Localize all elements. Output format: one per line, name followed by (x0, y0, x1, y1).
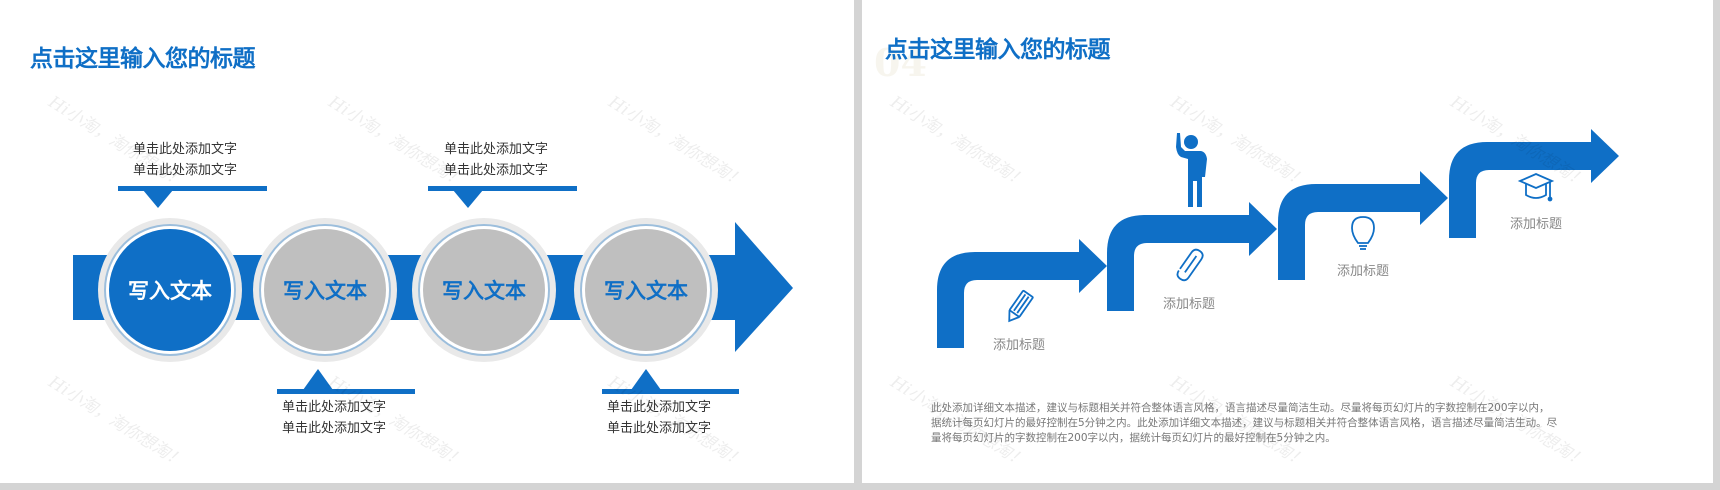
steps-diagram (937, 129, 1619, 348)
callout-bar-1 (118, 186, 267, 191)
callout-pointer-4 (631, 369, 661, 390)
callout-bar-4 (602, 389, 739, 394)
slide-1[interactable]: Hi小淘，淘你想淘！ Hi小淘，淘你想淘！ Hi小淘，淘你想淘！ Hi小淘，淘你… (0, 0, 854, 483)
callout-text-4[interactable]: 单击此处添加文字 单击此处添加文字 (607, 397, 711, 439)
paragraph-line: 量将每页幻灯片的字数控制在200字以内，据统计每页幻灯片的最好控制在5分钟之内。 (931, 432, 1336, 444)
callout-pointer-3 (453, 190, 483, 208)
step-label-2[interactable]: 添加标题 (1162, 297, 1216, 312)
circle-label-1[interactable]: 写入文本 (128, 279, 212, 303)
callout-line: 单击此处添加文字 (607, 400, 712, 415)
circle-label-4[interactable]: 写入文本 (604, 279, 688, 303)
step-arrow-2 (1107, 202, 1277, 311)
paperclip-icon (1176, 248, 1204, 282)
paragraph-line: 据统计每页幻灯片的最好控制在5分钟之内。此处添加详细文本描述，建议与标题相关并符… (931, 417, 1558, 429)
callout-line: 单击此处添加文字 (282, 400, 387, 415)
callout-text-3[interactable]: 单击此处添加文字 单击此处添加文字 (444, 139, 548, 181)
step-label-3[interactable]: 添加标题 (1336, 264, 1390, 279)
description-paragraph[interactable]: 此处添加详细文本描述，建议与标题相关并符合整体语言风格，语言描述尽量简洁生动。尽… (931, 401, 1641, 446)
callout-line: 单击此处添加文字 (133, 142, 238, 157)
slide-title[interactable]: 点击这里输入您的标题 (885, 37, 1111, 63)
pencil-icon (1008, 289, 1034, 323)
graduation-cap-icon (1517, 173, 1555, 202)
person-icon (1176, 133, 1207, 207)
circle-3 (423, 229, 545, 351)
callout-bar-2 (277, 389, 415, 394)
callout-line: 单击此处添加文字 (444, 142, 549, 157)
step-arrow-1 (937, 239, 1107, 348)
slide-2[interactable]: 04 Hi小淘，淘你想淘！ Hi小淘，淘你想淘！ Hi小淘， (862, 0, 1713, 483)
callout-line: 单击此处添加文字 (133, 163, 238, 178)
step-label-4[interactable]: 添加标题 (1509, 217, 1563, 232)
callout-pointer-1 (143, 190, 173, 208)
callout-line: 单击此处添加文字 (444, 163, 549, 178)
callout-line: 单击此处添加文字 (607, 421, 712, 436)
circle-2 (264, 229, 386, 351)
callout-bar-3 (428, 186, 577, 191)
step-arrow-4 (1449, 129, 1619, 238)
step-arrow-3 (1278, 171, 1448, 280)
circle-label-3[interactable]: 写入文本 (442, 279, 526, 303)
lightbulb-icon (1351, 216, 1375, 250)
process-arrow-diagram (73, 186, 793, 394)
callout-text-1[interactable]: 单击此处添加文字 单击此处添加文字 (133, 139, 237, 181)
paragraph-line: 此处添加详细文本描述，建议与标题相关并符合整体语言风格，语言描述尽量简洁生动。尽… (931, 402, 1550, 414)
callout-line: 单击此处添加文字 (282, 421, 387, 436)
arrow-head (735, 222, 793, 352)
step-label-1[interactable]: 添加标题 (992, 338, 1046, 353)
slide-title[interactable]: 点击这里输入您的标题 (30, 46, 256, 72)
background-number: 04 (874, 40, 927, 85)
callout-text-2[interactable]: 单击此处添加文字 单击此处添加文字 (282, 397, 386, 439)
callout-pointer-2 (303, 369, 333, 390)
circle-label-2[interactable]: 写入文本 (283, 279, 367, 303)
circle-4 (585, 229, 707, 351)
circle-1 (109, 229, 231, 351)
